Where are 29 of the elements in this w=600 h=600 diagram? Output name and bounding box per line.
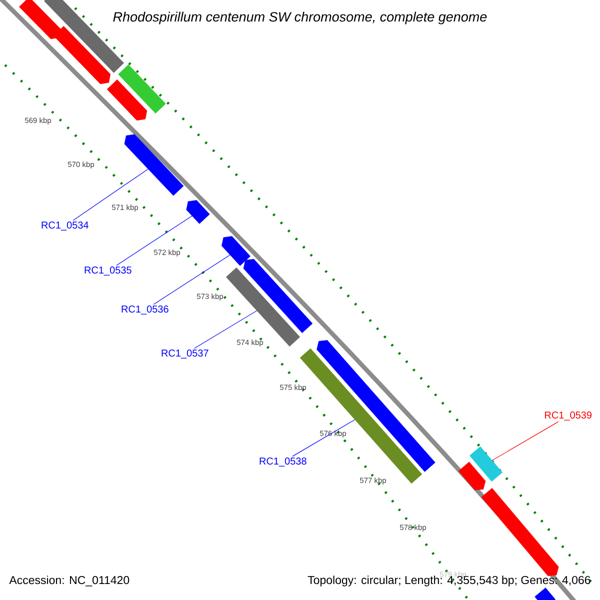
title: Rhodospirillum centenum SW chromosome, complete genome — [113, 12, 487, 24]
gene-feature — [222, 236, 250, 266]
gene-label: RC1_0534 — [42, 222, 88, 230]
gene-feature — [243, 258, 313, 334]
gene-feature — [19, 0, 61, 40]
gene-feature — [118, 64, 166, 114]
gene-label: RC1_0535 — [84, 266, 132, 276]
gene-label: RC1_0537 — [162, 350, 208, 358]
gene-feature — [458, 462, 486, 490]
gene-feature — [470, 446, 503, 482]
leader-line — [116, 216, 192, 266]
leader-line — [153, 254, 230, 305]
genome-info-text: Topology: circular; Length: 4,355,543 bp; Genes: 4,066 — [308, 576, 590, 586]
leader-line — [292, 419, 356, 457]
gene-feature — [226, 267, 300, 347]
gene-feature — [106, 79, 148, 121]
accession-text: Accession: NC_011420 — [9, 576, 130, 586]
gene-feature — [481, 488, 559, 576]
gene-feature — [53, 26, 111, 84]
gene-feature — [534, 588, 556, 600]
gene-label: RC1_0536 — [122, 306, 168, 314]
gene-feature — [186, 200, 210, 224]
gene-label: RC1_0539 — [545, 412, 592, 420]
gene-label: RC1_0538 — [260, 458, 306, 466]
leader-line — [194, 310, 258, 349]
gene-feature — [124, 134, 184, 196]
leader-line — [72, 168, 148, 221]
gene-feature — [316, 340, 436, 472]
leader-line — [492, 421, 559, 461]
